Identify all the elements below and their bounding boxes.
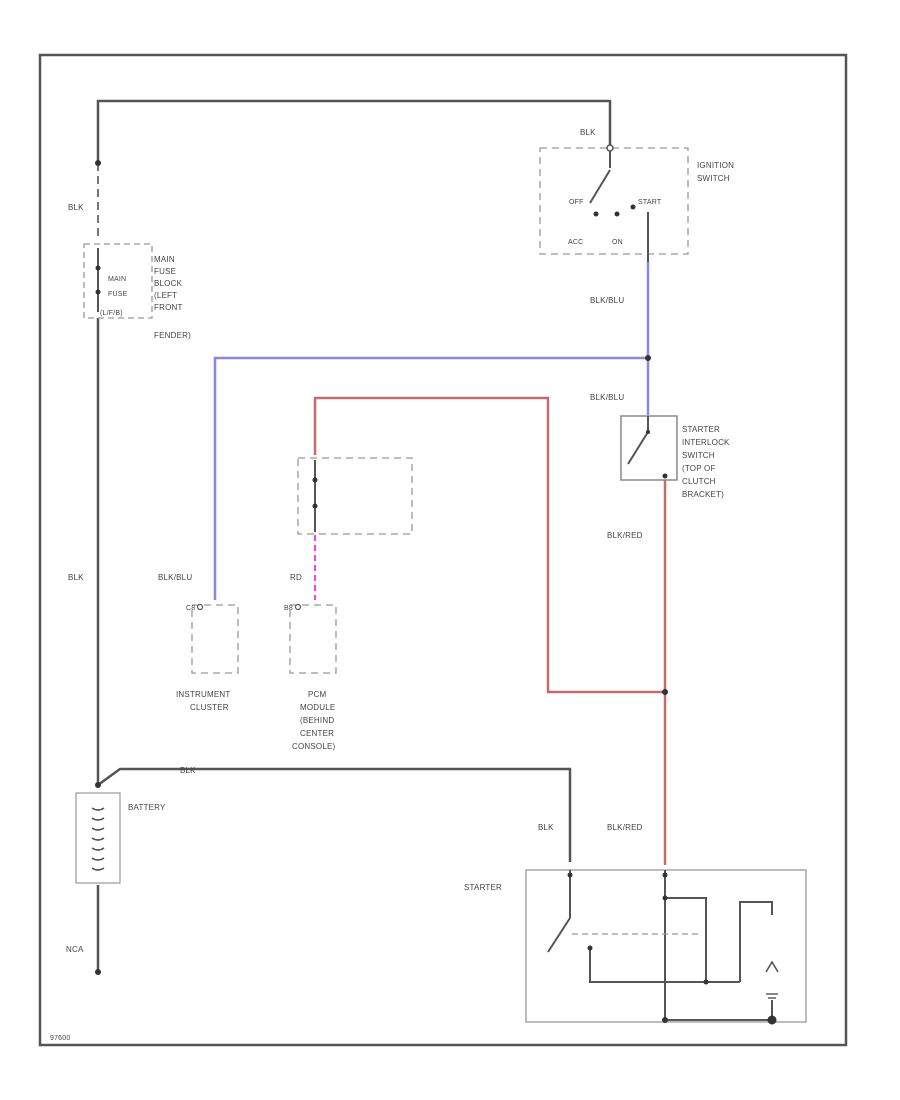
svg-text:FUSE: FUSE bbox=[154, 267, 176, 276]
svg-text:INTERLOCK: INTERLOCK bbox=[682, 438, 730, 447]
main-fuse-inner-2: FUSE bbox=[108, 291, 128, 298]
red-wires bbox=[313, 396, 667, 865]
wire-battery-top-blk bbox=[97, 767, 572, 862]
label-blk-starter: BLK bbox=[538, 823, 554, 832]
main-fuse-inner-3: (L/F/B) bbox=[100, 310, 123, 317]
blue-wires bbox=[213, 262, 650, 600]
label-blk-top: BLK bbox=[580, 128, 596, 137]
splice-ground bbox=[95, 969, 101, 975]
svg-text:CONSOLE): CONSOLE) bbox=[292, 742, 336, 751]
starter-interlock-switch bbox=[620, 415, 678, 481]
starter: STARTER bbox=[464, 869, 807, 1025]
main-fuse-block-label: MAIN FUSE BLOCK (LEFT FRONT FENDER) bbox=[154, 255, 191, 340]
wire-labels: BLK BLK BLK BLK BLK NCA BLK/BLU BLK/BLU … bbox=[66, 128, 643, 954]
st-sign-fuse-block bbox=[297, 457, 413, 535]
svg-text:CENTER: CENTER bbox=[300, 729, 334, 738]
svg-text:INSTRUMENT: INSTRUMENT bbox=[176, 690, 230, 699]
label-blk-battery-top: BLK bbox=[180, 766, 196, 775]
svg-text:MAIN: MAIN bbox=[154, 255, 175, 264]
svg-text:BATTERY: BATTERY bbox=[128, 803, 166, 812]
svg-text:(LEFT: (LEFT bbox=[154, 291, 177, 300]
ign-pos-off: OFF bbox=[569, 199, 584, 206]
ignition-switch-label: IGNITION SWITCH bbox=[697, 161, 734, 183]
cluster-pin: C8 bbox=[186, 605, 195, 612]
splices bbox=[95, 160, 668, 975]
main-fuse-block: MAIN FUSE (L/F/B) bbox=[83, 243, 153, 319]
wire-fuse-feed-red bbox=[313, 396, 665, 694]
label-nca: NCA bbox=[66, 945, 84, 954]
svg-text:STARTER: STARTER bbox=[682, 425, 720, 434]
svg-text:FENDER): FENDER) bbox=[154, 331, 191, 340]
instrument-cluster: C8 INSTRUMENT CLUSTER bbox=[176, 603, 239, 712]
svg-text:BLOCK: BLOCK bbox=[154, 279, 183, 288]
svg-text:CLUSTER: CLUSTER bbox=[190, 703, 229, 712]
black-wires bbox=[96, 99, 612, 972]
label-blkblu-interlock: BLK/BLU bbox=[590, 393, 624, 402]
label-blk-left-middle: BLK bbox=[68, 573, 84, 582]
wire-cluster-blkblu bbox=[213, 356, 648, 600]
svg-text:SWITCH: SWITCH bbox=[682, 451, 715, 460]
label-blkblu-cluster: BLK/BLU bbox=[158, 573, 192, 582]
svg-text:(BEHIND: (BEHIND bbox=[300, 716, 334, 725]
svg-text:PCM: PCM bbox=[308, 690, 327, 699]
svg-text:(TOP OF: (TOP OF bbox=[682, 464, 716, 473]
label-blk-left-upper: BLK bbox=[68, 203, 84, 212]
splice-top-left bbox=[95, 160, 101, 166]
starter-interlock-label: STARTER INTERLOCK SWITCH (TOP OF CLUTCH … bbox=[682, 425, 730, 499]
svg-text:STARTER: STARTER bbox=[464, 883, 502, 892]
label-rd-pcm: RD bbox=[290, 573, 302, 582]
figure-number: 97600 bbox=[50, 1035, 70, 1042]
svg-text:SWITCH: SWITCH bbox=[697, 174, 730, 183]
splice-battery bbox=[95, 782, 101, 788]
ign-pos-start: START bbox=[638, 199, 662, 206]
ign-pos-acc: ACC bbox=[568, 239, 583, 246]
svg-text:IGNITION: IGNITION bbox=[697, 161, 734, 170]
svg-text:CLUTCH: CLUTCH bbox=[682, 477, 716, 486]
ignition-switch: OFF START ACC ON bbox=[539, 144, 689, 262]
splice-blu bbox=[645, 355, 651, 361]
pcm-pin: B8 bbox=[284, 605, 293, 612]
svg-text:FRONT: FRONT bbox=[154, 303, 183, 312]
splice-red bbox=[662, 689, 668, 695]
pcm-module: B8 PCM MODULE (BEHIND CENTER CONSOLE) bbox=[284, 603, 337, 751]
svg-text:MODULE: MODULE bbox=[300, 703, 335, 712]
ign-pos-on: ON bbox=[612, 239, 623, 246]
battery: BATTERY bbox=[75, 792, 166, 884]
label-blkred-upper: BLK/RED bbox=[607, 531, 643, 540]
main-fuse-inner-1: MAIN bbox=[108, 276, 126, 283]
svg-text:BRACKET): BRACKET) bbox=[682, 490, 724, 499]
label-blkred-lower: BLK/RED bbox=[607, 823, 643, 832]
wire-top-blk bbox=[96, 99, 612, 163]
label-blkblu-ignition: BLK/BLU bbox=[590, 296, 624, 305]
diagram-frame bbox=[38, 53, 848, 1047]
